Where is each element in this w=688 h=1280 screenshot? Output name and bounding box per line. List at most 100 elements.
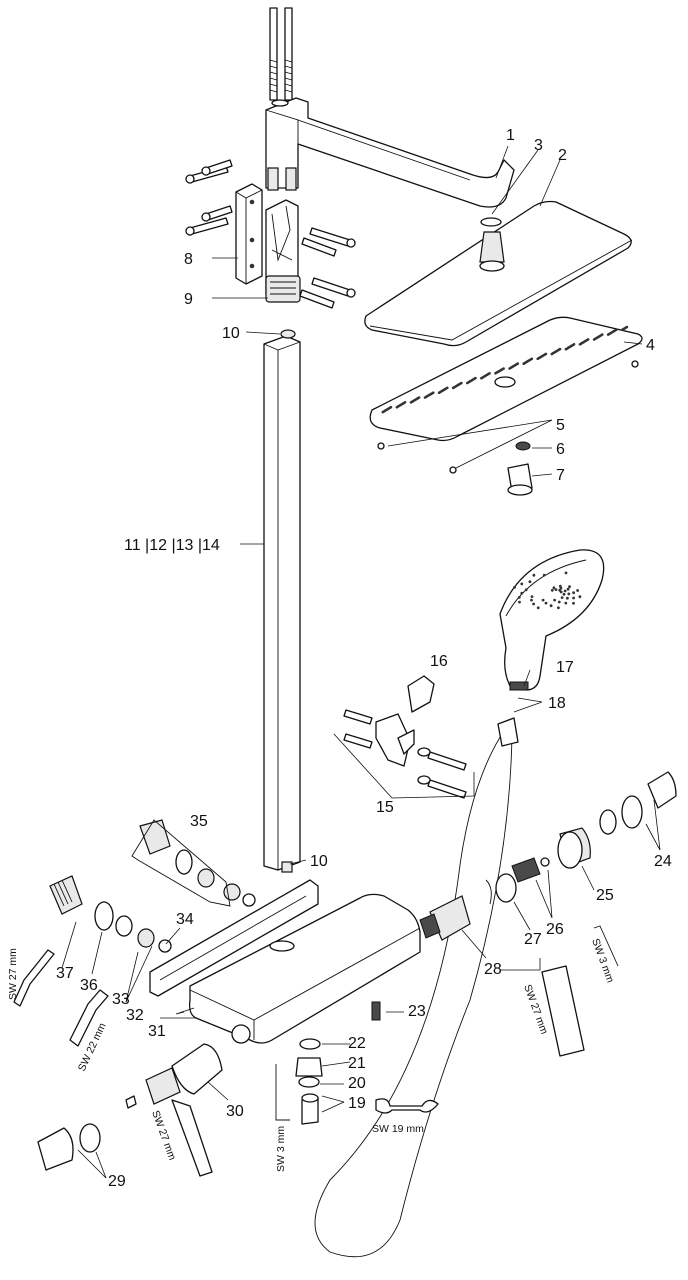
shower-arm bbox=[265, 97, 515, 208]
shower-holder bbox=[333, 675, 475, 799]
spray-nozzle bbox=[572, 343, 576, 346]
callout-6: 6 bbox=[556, 441, 565, 458]
tool-label-sw27-left: SW 27 mm bbox=[7, 948, 19, 1000]
callout-16: 16 bbox=[430, 653, 448, 670]
spray-nozzle bbox=[474, 376, 477, 380]
hand-shower-nozzle bbox=[563, 589, 567, 593]
callout-33: 33 bbox=[112, 991, 130, 1008]
mount-bracket bbox=[265, 199, 301, 303]
callout-5: 5 bbox=[556, 417, 565, 434]
hand-shower-nozzle bbox=[559, 586, 563, 590]
callout-10-bottom: 10 bbox=[310, 853, 328, 870]
callout-31: 31 bbox=[148, 1023, 166, 1040]
hand-shower-nozzle bbox=[520, 591, 524, 595]
hand-shower-nozzle bbox=[513, 585, 516, 589]
callout-17: 17 bbox=[556, 659, 574, 676]
hand-shower-nozzle bbox=[544, 601, 548, 605]
hand-shower-nozzle bbox=[572, 596, 575, 600]
callout-9: 9 bbox=[184, 291, 193, 308]
hand-shower-nozzle bbox=[554, 588, 558, 591]
callout-1: 1 bbox=[506, 127, 515, 144]
tool-label-sw27-bottom: SW 27 mm bbox=[149, 1109, 178, 1162]
tool-label-sw3-right: SW 3 mm bbox=[589, 937, 616, 985]
callout-10-top: 10 bbox=[222, 325, 240, 342]
callout-4: 4 bbox=[646, 337, 655, 354]
spray-nozzle bbox=[586, 338, 590, 341]
hand-shower bbox=[499, 549, 605, 691]
callout-21: 21 bbox=[348, 1055, 366, 1072]
callout-28: 28 bbox=[484, 961, 502, 978]
lower-small-parts bbox=[295, 1001, 381, 1103]
spray-nozzle bbox=[460, 381, 463, 385]
hand-shower-nozzle bbox=[567, 592, 571, 596]
shower-head-top bbox=[364, 200, 633, 347]
callout-35: 35 bbox=[190, 813, 208, 830]
hand-shower-nozzle bbox=[560, 596, 564, 599]
hand-shower-nozzle bbox=[578, 595, 582, 599]
wall-screws-left bbox=[185, 159, 233, 236]
callout-30: 30 bbox=[226, 1103, 244, 1120]
shower-hose bbox=[301, 717, 519, 1258]
tool-label-sw19: SW 19 mm bbox=[372, 1123, 424, 1135]
hand-shower-nozzle bbox=[568, 585, 571, 589]
callout-29: 29 bbox=[108, 1173, 126, 1190]
hand-shower-nozzle bbox=[558, 584, 562, 588]
spray-nozzle bbox=[417, 396, 421, 399]
shower-rail bbox=[263, 329, 301, 873]
spray-nozzle bbox=[516, 362, 519, 365]
top-screws bbox=[269, 7, 293, 101]
spray-nozzle bbox=[615, 328, 618, 332]
callout-22: 22 bbox=[348, 1035, 366, 1052]
hand-shower-nozzle bbox=[541, 598, 545, 602]
hand-shower-nozzle bbox=[530, 595, 534, 598]
callout-18: 18 bbox=[548, 695, 566, 712]
handle-knobs bbox=[37, 1043, 223, 1171]
callout-32: 32 bbox=[126, 1007, 144, 1024]
hand-shower-nozzle bbox=[536, 606, 540, 610]
callout-3: 3 bbox=[534, 137, 543, 154]
thermostat-body bbox=[149, 879, 421, 1044]
spray-nozzle bbox=[403, 401, 407, 404]
hand-shower-nozzle bbox=[520, 582, 524, 586]
hand-shower-nozzle bbox=[528, 580, 532, 584]
hand-shower-nozzle bbox=[532, 602, 535, 606]
spray-nozzle bbox=[389, 405, 393, 409]
spray-nozzle bbox=[600, 333, 604, 336]
hand-shower-nozzle bbox=[566, 596, 569, 600]
hand-shower-nozzle bbox=[557, 600, 561, 604]
callout-34: 34 bbox=[176, 911, 194, 928]
callout-7: 7 bbox=[556, 467, 565, 484]
callout-27: 27 bbox=[524, 931, 542, 948]
flow-limiter bbox=[515, 441, 531, 451]
spray-nozzle bbox=[488, 372, 491, 375]
hand-shower-nozzle bbox=[524, 588, 528, 592]
callout-8: 8 bbox=[184, 251, 193, 268]
wall-plate bbox=[235, 183, 263, 285]
spray-plate bbox=[369, 316, 643, 474]
callout-11-14: 11 |12 |13 |14 bbox=[124, 537, 220, 554]
spray-nozzle bbox=[502, 367, 505, 370]
swivel-nut bbox=[507, 463, 533, 496]
spray-nozzle bbox=[431, 391, 435, 395]
hand-shower-nozzle bbox=[557, 606, 560, 610]
callout-26: 26 bbox=[546, 921, 564, 938]
spray-nozzle bbox=[530, 357, 534, 361]
hand-shower-nozzle bbox=[564, 571, 568, 575]
callout-20: 20 bbox=[348, 1075, 366, 1092]
hand-shower-nozzle bbox=[572, 601, 575, 605]
hand-shower-nozzle bbox=[550, 588, 554, 592]
tools bbox=[13, 925, 619, 1177]
hand-shower-nozzle bbox=[517, 596, 521, 599]
hand-shower-nozzle bbox=[562, 592, 566, 596]
leader-lines bbox=[61, 145, 661, 1179]
callout-15: 15 bbox=[376, 799, 394, 816]
wall-screws-right bbox=[299, 227, 356, 309]
callout-24: 24 bbox=[654, 853, 672, 870]
spray-nozzle bbox=[446, 386, 449, 390]
callout-23: 23 bbox=[408, 1003, 426, 1020]
callout-19: 19 bbox=[348, 1095, 366, 1112]
left-fittings bbox=[49, 819, 256, 953]
hand-shower-nozzle bbox=[553, 598, 556, 602]
callout-37: 37 bbox=[56, 965, 74, 982]
